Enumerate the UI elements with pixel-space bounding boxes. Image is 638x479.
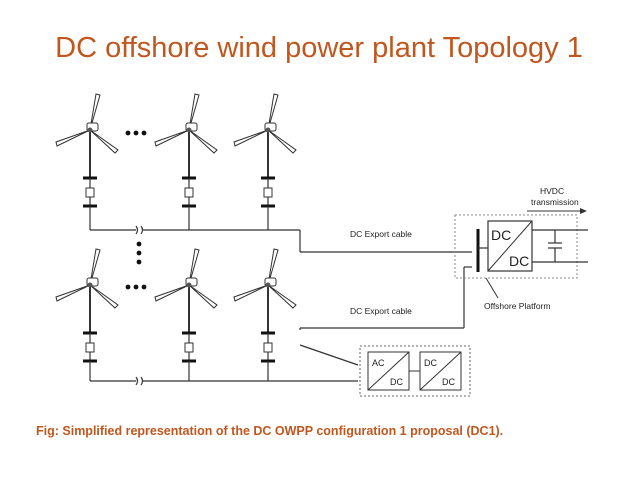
dots-icon xyxy=(125,130,147,136)
offshore-platform-box xyxy=(454,214,578,279)
wind-turbine-icon xyxy=(153,92,219,222)
wind-turbine-icon xyxy=(232,247,298,377)
hvdc-label: HVDC xyxy=(540,186,564,196)
collector-1-bottom-label: DC xyxy=(390,377,403,387)
collector-converter-ac-dc: AC DC xyxy=(367,351,410,391)
hvdc-transmission-label: transmission xyxy=(531,197,579,207)
wind-turbine-icon xyxy=(54,247,120,377)
converter-bottom-label: DC xyxy=(509,253,529,269)
platform-label: Offshore Platform xyxy=(484,301,550,311)
dots-icon xyxy=(125,284,147,290)
collector-converter-dc-dc: DC DC xyxy=(419,351,462,391)
hvdc-output-lines xyxy=(532,229,588,263)
platform-converter-dc-dc: DC DC xyxy=(487,220,533,272)
dots-icon xyxy=(136,241,142,265)
export-cable-label-1: DC Export cable xyxy=(350,229,412,239)
wind-turbine-icon xyxy=(153,247,219,377)
export-cable-label-2: DC Export cable xyxy=(350,306,412,316)
wind-turbine-icon xyxy=(232,92,298,222)
converter-top-label: DC xyxy=(491,227,511,243)
figure-caption: Fig: Simplified representation of the DC… xyxy=(36,424,504,438)
slide-title: DC offshore wind power plant Topology 1 xyxy=(55,32,583,64)
upper-collector-line xyxy=(89,220,472,253)
collector-1-top-label: AC xyxy=(372,358,385,368)
wind-turbine-icon xyxy=(54,92,120,222)
platform-pointer xyxy=(485,277,499,299)
collector-2-top-label: DC xyxy=(424,358,437,368)
collector-2-bottom-label: DC xyxy=(442,377,455,387)
hvdc-arrow xyxy=(527,208,587,214)
lower-collector-line xyxy=(89,266,472,386)
